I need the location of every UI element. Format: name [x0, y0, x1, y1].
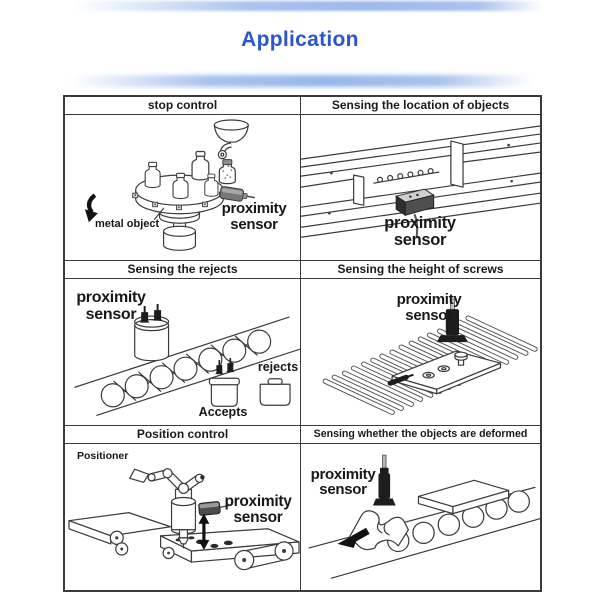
rotation-arrow-icon	[84, 193, 98, 223]
proximity-sensor-label: proximity sensor	[224, 492, 292, 526]
panel-body: Positioner proximity sensor	[65, 444, 300, 590]
location-illustration	[301, 125, 540, 239]
header-rule-bottom	[70, 75, 532, 87]
proximity-sensor-label: proximity sensor	[396, 291, 462, 325]
page-title: Application	[241, 28, 359, 51]
panel-body: proximity sensor	[301, 279, 540, 424]
panel-title: Position control	[65, 426, 300, 444]
panel-title: stop control	[65, 97, 300, 115]
positioner-label: Positioner	[77, 449, 129, 462]
stop-control-illustration	[84, 119, 255, 251]
filled-bottle	[218, 159, 236, 185]
sensor-cable	[413, 213, 419, 239]
deformed-object	[349, 509, 409, 550]
proximity-sensor-icon	[198, 500, 230, 516]
screw	[454, 351, 468, 367]
roller-handle	[387, 374, 414, 387]
conveyor-chain	[74, 316, 300, 417]
panel-body: proximity sensor metal object	[65, 115, 300, 260]
left-conveyor	[68, 511, 172, 556]
proximity-sensor-icon	[219, 186, 255, 202]
rejects-illustration	[74, 304, 300, 417]
hopper	[213, 119, 249, 160]
panel-sensing-rejects: Sensing the rejects	[65, 261, 301, 426]
proximity-sensor-label: proximity sensor	[221, 200, 287, 233]
proximity-sensor-icon	[394, 188, 435, 217]
position-control-illustration	[68, 467, 300, 570]
guide-wall	[353, 174, 365, 206]
proximity-sensor-icon	[436, 298, 469, 343]
panel-body: proximity sensor	[301, 115, 540, 260]
accepts-container	[208, 377, 240, 408]
panel-title: Sensing the location of objects	[301, 97, 540, 115]
panel-title: Sensing the rejects	[65, 261, 300, 280]
proximity-sensor-icon	[372, 454, 396, 506]
panel-body: proximity sensor	[301, 444, 540, 590]
rejects-label: rejects	[257, 360, 299, 375]
deformed-illustration	[308, 454, 540, 579]
right-conveyor	[159, 527, 300, 570]
panel-deformed-objects: Sensing whether the objects are deformed	[301, 426, 540, 590]
panel-height-of-screws: Sensing the height of screws	[301, 261, 540, 426]
metal-object-pointer	[154, 207, 165, 220]
vertical-arrow-icon	[198, 513, 210, 550]
header-rule-top	[73, 1, 543, 11]
screws-illustration	[322, 298, 538, 416]
panel-body: proximity sensor Accepts rejects	[65, 279, 300, 424]
metal-object-label: metal object	[95, 218, 160, 230]
panel-location-of-objects: Sensing the location of objects	[301, 97, 540, 262]
screw-plate	[391, 350, 502, 395]
proximity-sensor-label: proximity sensor	[76, 289, 146, 324]
panel-stop-control: stop control	[65, 97, 301, 262]
panel-position-control: Position control	[65, 425, 301, 590]
proximity-sensor-label: proximity sensor	[384, 214, 456, 250]
panel-title: Sensing whether the objects are deformed	[301, 426, 540, 444]
proximity-sensor-label: proximity sensor	[310, 465, 376, 499]
application-table: stop control	[63, 95, 542, 592]
robot-arm	[129, 467, 205, 549]
panel-title: Sensing the height of screws	[301, 261, 540, 280]
flat-plate	[417, 479, 510, 514]
accepts-label: Accepts	[198, 405, 248, 420]
direction-arrow-icon	[337, 527, 370, 548]
guide-wall	[450, 140, 464, 188]
rack-teeth	[373, 168, 440, 184]
rejects-container	[259, 378, 291, 407]
